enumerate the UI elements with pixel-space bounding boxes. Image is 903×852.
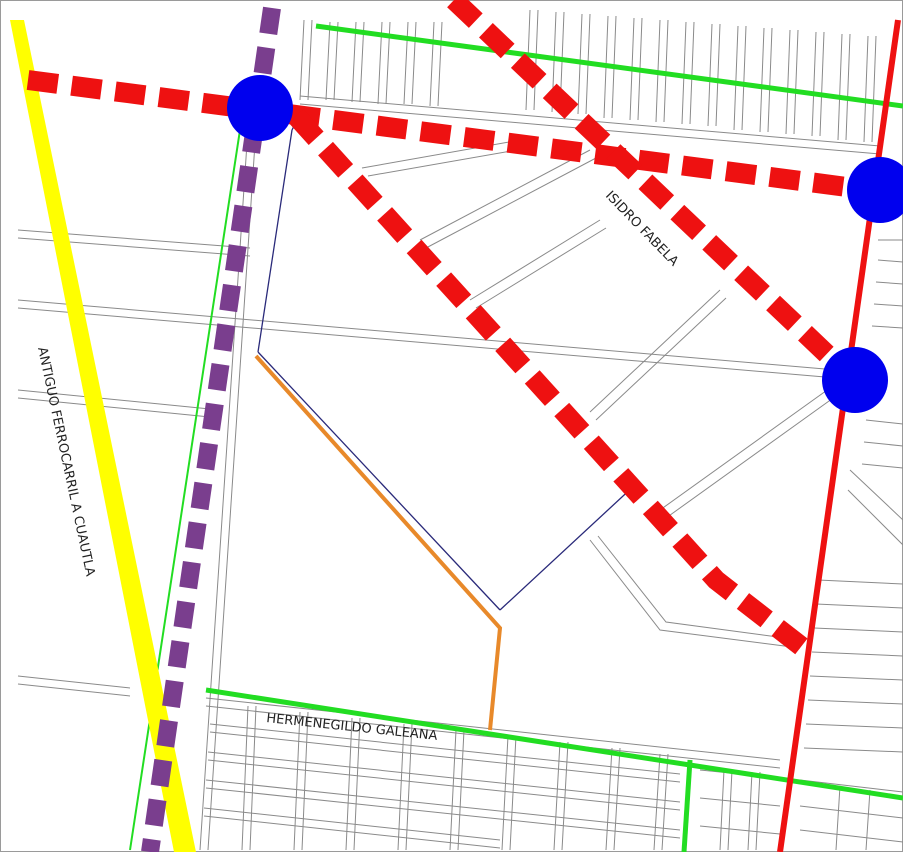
green-road-bottom-vertical bbox=[681, 759, 693, 852]
orange-path bbox=[254, 354, 503, 731]
junction-node[interactable] bbox=[822, 347, 888, 413]
right-block-b bbox=[861, 419, 903, 469]
left-street-3 bbox=[17, 389, 221, 419]
yellow-road bbox=[10, 20, 196, 852]
purple-dashed-road bbox=[141, 6, 281, 852]
right-block-a bbox=[871, 239, 903, 329]
right-diag bbox=[847, 469, 903, 546]
diag-a bbox=[361, 139, 529, 177]
left-street-2 bbox=[17, 299, 861, 381]
diag-e bbox=[659, 387, 837, 519]
diag-b bbox=[419, 149, 597, 249]
red-dashed-road-lower-diagonal bbox=[288, 109, 813, 658]
lower-link bbox=[589, 535, 801, 649]
left-street-4 bbox=[17, 675, 131, 697]
right-block-c bbox=[803, 579, 903, 753]
red-dashed-road-upper-diagonal bbox=[447, 0, 859, 386]
diag-c bbox=[469, 219, 607, 309]
junction-node[interactable] bbox=[227, 75, 293, 141]
junction-node[interactable] bbox=[847, 157, 903, 223]
thin-green-road bbox=[129, 129, 241, 851]
green-road-top bbox=[315, 23, 903, 109]
green-road-hermenegildo bbox=[205, 687, 903, 801]
red-dashed-road-horizontal bbox=[26, 70, 872, 200]
diag-d bbox=[589, 289, 727, 421]
